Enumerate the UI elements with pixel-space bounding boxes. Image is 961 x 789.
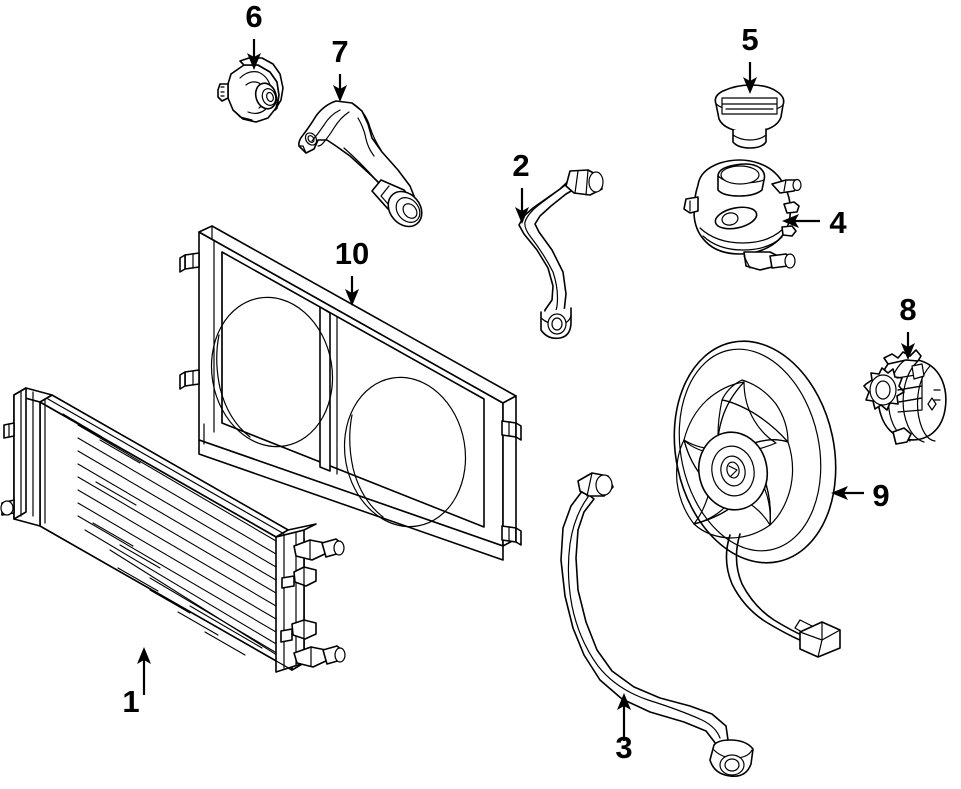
callout-2-number: 2 <box>512 148 529 183</box>
callout-2-arrowhead <box>515 207 529 224</box>
callout-6[interactable]: 6 <box>245 0 263 70</box>
callout-8-arrowhead <box>901 343 915 360</box>
motor-ribs <box>896 373 923 413</box>
callout-1-number: 1 <box>122 684 139 719</box>
callout-1-arrowhead <box>137 647 151 664</box>
callout-10-arrowhead <box>345 289 359 306</box>
callout-4-arrowhead <box>782 214 799 228</box>
callout-10-number: 10 <box>335 236 369 271</box>
callout-3-number: 3 <box>615 730 632 765</box>
part-cooling-fan-blade[interactable] <box>654 326 855 658</box>
callout-7-number: 7 <box>331 34 348 69</box>
callout-1[interactable]: 1 <box>122 647 151 719</box>
callout-9[interactable]: 9 <box>831 478 890 513</box>
part-coolant-expansion-tank[interactable] <box>683 159 802 271</box>
callout-7-arrowhead <box>333 85 347 102</box>
callout-5-arrowhead <box>743 77 757 94</box>
callout-4-number: 4 <box>829 205 847 240</box>
part-fan-shroud[interactable] <box>179 225 522 561</box>
part-upper-radiator-hose[interactable] <box>518 169 604 340</box>
callout-5-number: 5 <box>741 22 758 57</box>
callout-8[interactable]: 8 <box>899 292 917 360</box>
callout-3-arrowhead <box>617 693 631 710</box>
callout-9-number: 9 <box>872 478 889 513</box>
callout-4[interactable]: 4 <box>782 205 847 240</box>
callout-2[interactable]: 2 <box>512 148 530 224</box>
part-fan-motor[interactable] <box>863 349 947 445</box>
motor-drive-gear <box>863 367 905 411</box>
part-thermostat[interactable] <box>217 57 284 123</box>
callout-8-number: 8 <box>899 292 916 327</box>
callout-6-number: 6 <box>245 0 262 34</box>
radiator-fins <box>77 424 289 663</box>
radiator-surface-detail <box>62 413 246 656</box>
part-radiator-condenser[interactable] <box>0 387 346 673</box>
callout-3[interactable]: 3 <box>615 693 633 765</box>
callout-7[interactable]: 7 <box>331 34 349 102</box>
callout-10[interactable]: 10 <box>335 236 369 306</box>
callout-5[interactable]: 5 <box>741 22 759 94</box>
part-expansion-tank-cap[interactable] <box>714 84 785 149</box>
part-lower-radiator-hose[interactable] <box>560 472 754 778</box>
part-water-outlet-flange[interactable] <box>298 100 429 233</box>
callout-9-arrowhead <box>831 486 848 500</box>
callout-6-arrowhead <box>247 53 261 70</box>
